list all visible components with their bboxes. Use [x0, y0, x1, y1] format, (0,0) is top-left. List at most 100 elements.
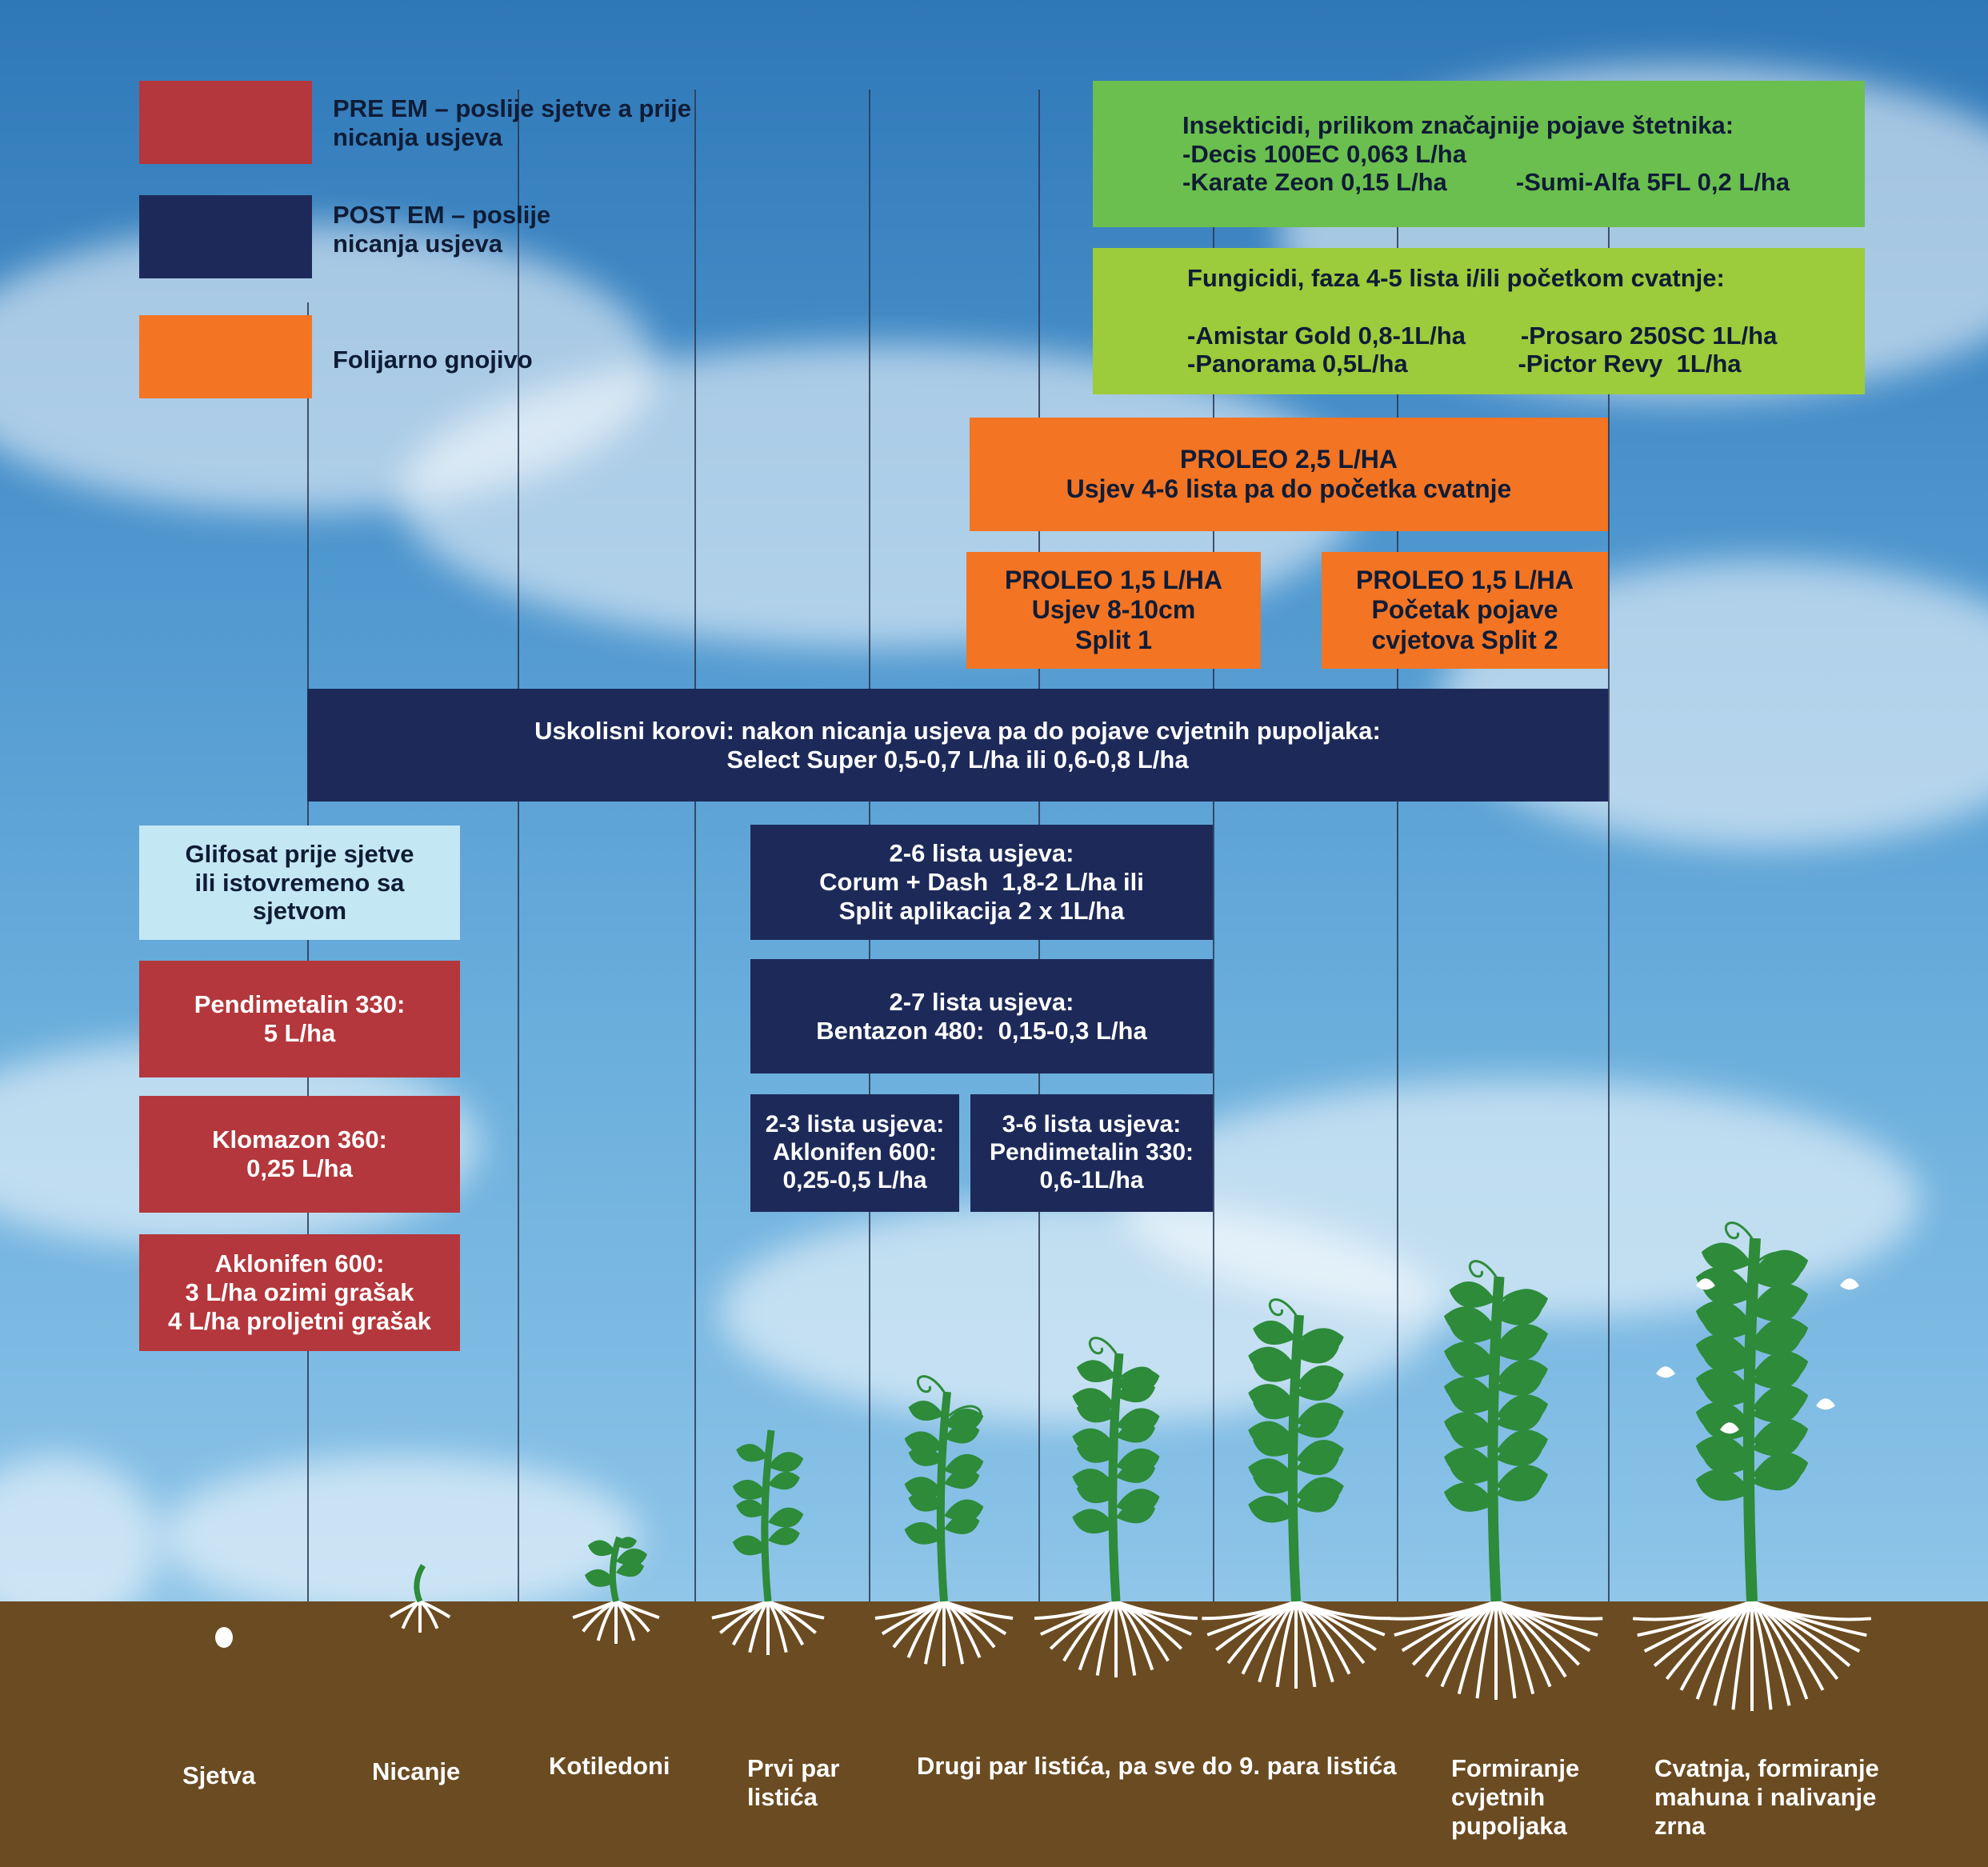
stage-divider [1608, 90, 1610, 1601]
plant-root [1633, 1600, 1753, 1621]
plant-root [1294, 1600, 1334, 1683]
plant-flower [1720, 1422, 1739, 1434]
plant-leaf [1752, 1452, 1809, 1485]
plant-root [1750, 1601, 1773, 1710]
plant-leaf [1752, 1249, 1809, 1282]
box-line: Corum + Dash 1,8-2 L/ha ili [819, 868, 1144, 897]
pendimethalin-post-box: 3-6 lista usjeva: Pendimetalin 330: 0,6-… [970, 1094, 1213, 1212]
plant-leaf [1695, 1368, 1752, 1400]
plant-leaf [1752, 1283, 1809, 1316]
plant-root [766, 1600, 788, 1653]
stage-line: mahuna i nalivanje [1654, 1782, 1877, 1811]
box-line: cvjetova Split 2 [1371, 625, 1558, 654]
plant-root [1114, 1600, 1154, 1671]
stage-label-first-leaf-pair: Prvi par listića [747, 1754, 839, 1812]
box-line: 0,6-1L/ha [1039, 1166, 1144, 1193]
plant-leaf [1072, 1388, 1116, 1413]
box-line: Aklonifen 600: [772, 1139, 938, 1166]
box-line: 4 L/ha proljetni grašak [167, 1306, 432, 1335]
box-line: 2-7 lista usjeva: [889, 987, 1074, 1016]
plant-leaf [1695, 1334, 1752, 1366]
plant-root [711, 1600, 769, 1620]
plant-leaf [1248, 1495, 1296, 1523]
plant-leaf [1449, 1281, 1496, 1308]
proleo-25-box: PROLEO 2,5 L/HA Usjev 4-6 lista pa do po… [970, 418, 1608, 531]
plant-root [582, 1600, 617, 1633]
plant-tendril [916, 1375, 946, 1393]
clomazone-box: Klomazon 360: 0,25 L/ha [139, 1096, 460, 1213]
plant-leaf [732, 1479, 768, 1500]
plant-leaf [736, 1443, 768, 1462]
plant-stem [414, 1564, 426, 1603]
stage-line: zrna [1654, 1811, 1706, 1840]
plant-leaf [1116, 1408, 1160, 1433]
stage-divider [307, 302, 309, 1601]
plant-leaf [1752, 1351, 1809, 1383]
plant-leaf [1496, 1394, 1548, 1424]
plant-leaf [1496, 1359, 1548, 1389]
box-line: Split aplikacija 2 x 1L/ha [838, 896, 1125, 925]
plant-leaf [1444, 1377, 1496, 1406]
plant-flower [1816, 1398, 1835, 1410]
plant-leaf [1072, 1468, 1116, 1493]
fungicide-box: Fungicidi, faza 4-5 lista i/ili početkom… [1093, 248, 1865, 394]
box-line: PROLEO 2,5 L/HA [1179, 444, 1398, 474]
plant-stage [572, 1536, 660, 1644]
box-line: Usjev 8-10cm [1031, 595, 1196, 625]
plant-root [1114, 1600, 1137, 1676]
box-line: PROLEO 1,5 L/HA [1004, 566, 1223, 595]
plant-leaf [1248, 1421, 1296, 1449]
plant-stage [1389, 1260, 1603, 1700]
plant-flower [1840, 1278, 1859, 1290]
plant-leaf [1296, 1365, 1344, 1393]
box-line: 5 L/ha [263, 1019, 336, 1047]
plant-leaf [1496, 1429, 1548, 1459]
plant-root [572, 1600, 617, 1620]
plant-tendril [1300, 1328, 1334, 1349]
box-line: Usjev 4-6 lista pa do početka cvatnje [1066, 474, 1512, 503]
stage-line: Prvi par [747, 1754, 840, 1782]
plant-leaf [904, 1521, 944, 1545]
plant-leaf [1701, 1242, 1752, 1272]
plant-root [942, 1600, 965, 1665]
plant-leaf [585, 1569, 616, 1587]
stage-divider [518, 90, 519, 1601]
glyphosate-box: Glifosat prije sjetve ili istovremeno sa… [139, 826, 460, 940]
plant-leaf [1444, 1482, 1496, 1512]
stage-label-flowering-pod-filling: Cvatnja, formiranje mahuna i nalivanje z… [1654, 1754, 1879, 1841]
plant-leaf [616, 1537, 637, 1549]
legend-swatch-post-em [139, 195, 312, 278]
plant-leaf [1444, 1412, 1496, 1441]
plant-tendril [1500, 1289, 1534, 1310]
plant-stem [761, 1429, 775, 1602]
box-line: 3-6 lista usjeva: [1002, 1111, 1182, 1138]
box-line: -Amistar Gold 0,8-1L/ha -Prosaro 250SC 1… [1187, 321, 1778, 350]
plant-stem [609, 1536, 622, 1602]
plant-root [1389, 1600, 1497, 1621]
box-line: Fungicidi, faza 4-5 lista i/ili početkom… [1187, 263, 1725, 292]
plant-tendril [1268, 1298, 1298, 1317]
plant-leaf [908, 1401, 944, 1421]
plant-stem [936, 1391, 951, 1602]
plant-leaf [1072, 1428, 1116, 1453]
box-line: Insekticidi, prilikom značajnije pojave … [1182, 110, 1734, 139]
stage-label-bud-formation: Formiranje cvjetnih pupoljaka [1451, 1754, 1579, 1841]
insecticide-box: Insekticidi, prilikom značajnije pojave … [1093, 81, 1865, 227]
stage-line: Cvatnja, formiranje [1654, 1754, 1879, 1782]
plant-leaf [1695, 1435, 1752, 1468]
box-line: Split 1 [1074, 625, 1152, 654]
plant-stage [215, 1627, 233, 1648]
box-line: Aklonifen 600: [214, 1249, 385, 1278]
plant-leaf [768, 1507, 804, 1528]
plant-leaf [944, 1408, 984, 1431]
plant-leaf [1116, 1489, 1160, 1513]
plant-leaf [1296, 1477, 1344, 1505]
plant-root [389, 1600, 421, 1619]
stage-divider [694, 90, 696, 1601]
plant-root [1202, 1600, 1297, 1621]
box-line: 3 L/ha ozimi grašak [185, 1278, 414, 1307]
plant-leaf [1496, 1465, 1548, 1494]
plant-leaf [1752, 1385, 1809, 1417]
plant-leaf [1072, 1509, 1116, 1534]
